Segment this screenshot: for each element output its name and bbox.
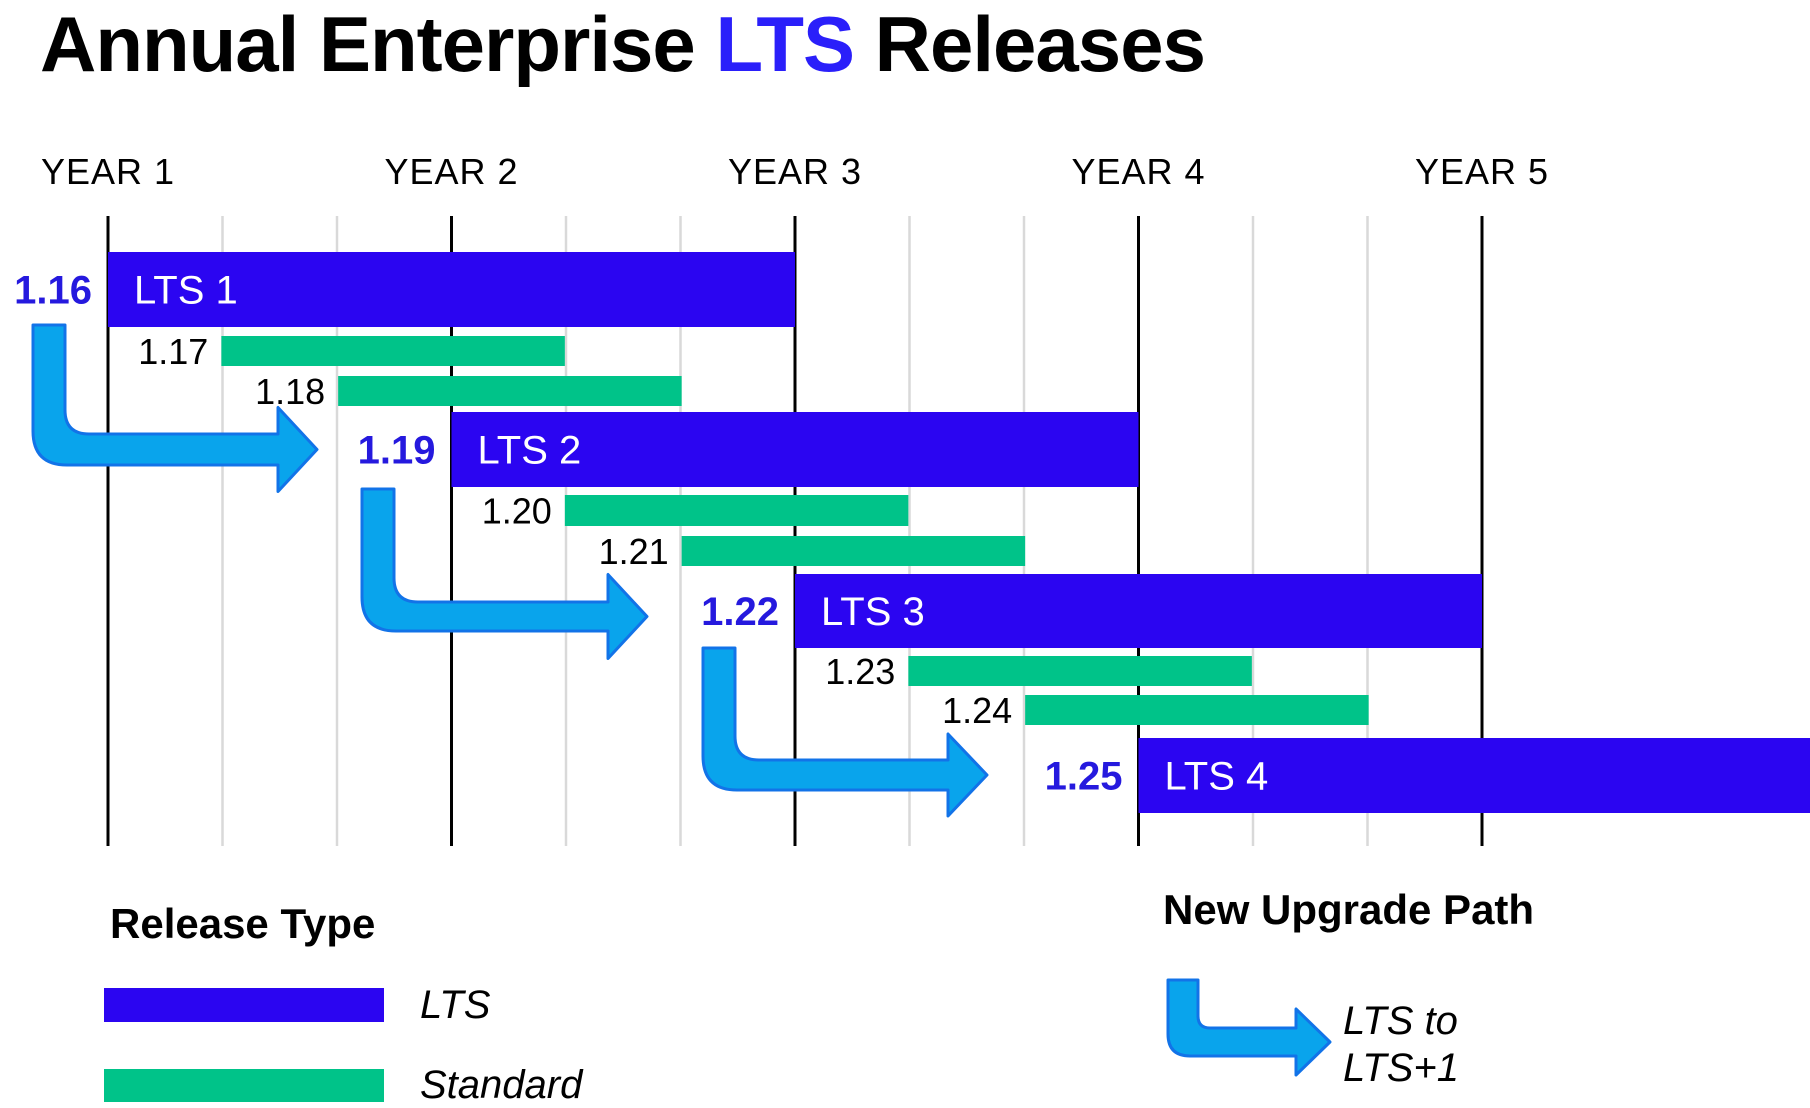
standard-version-label: 1.23 xyxy=(825,651,895,692)
upgrade-path-label-line2: LTS+1 xyxy=(1343,1046,1459,1090)
page-title: Annual Enterprise LTS Releases xyxy=(40,3,1206,86)
lts-version-label: 1.16 xyxy=(14,269,92,313)
legend-release-type-heading: Release Type xyxy=(110,900,376,947)
lts-release-bar xyxy=(795,574,1482,648)
lts-release-bar xyxy=(108,252,795,327)
standard-release-bar xyxy=(681,536,1026,566)
standard-version-label: 1.20 xyxy=(482,491,552,532)
legend-standard-label: Standard xyxy=(420,1063,583,1107)
standard-release-bar xyxy=(338,376,682,406)
bar-name-label: LTS 2 xyxy=(478,429,582,473)
lts-version-label: 1.25 xyxy=(1045,755,1123,799)
upgrade-arrow-1.19-to-1.22 xyxy=(360,487,649,660)
upgrade-path-arrow-icon xyxy=(1166,978,1332,1077)
bar-name-label: LTS 3 xyxy=(821,590,925,634)
standard-version-label: 1.21 xyxy=(599,531,669,572)
standard-version-label: 1.18 xyxy=(255,371,325,412)
title-highlight-lts: LTS xyxy=(715,0,855,88)
title-suffix: Releases xyxy=(854,0,1206,88)
legend-upgrade-path-heading: New Upgrade Path xyxy=(1163,886,1535,933)
upgrade-arrow-1.16-to-1.19 xyxy=(31,323,319,493)
legend-standard-swatch xyxy=(104,1069,384,1102)
year-axis-label: YEAR 4 xyxy=(1071,151,1205,192)
upgrade-path-label-line1: LTS to xyxy=(1343,999,1458,1043)
legend-lts-label: LTS xyxy=(420,983,491,1027)
lts-release-bar xyxy=(1138,738,1810,813)
lts-version-label: 1.19 xyxy=(358,429,436,473)
bar-name-label: LTS 4 xyxy=(1165,755,1269,799)
year-axis-label: YEAR 3 xyxy=(728,151,862,192)
standard-version-label: 1.17 xyxy=(138,331,208,372)
standard-release-bar xyxy=(564,495,909,526)
year-axis-label: YEAR 1 xyxy=(41,151,175,192)
standard-release-bar xyxy=(221,336,565,366)
year-axis-label: YEAR 5 xyxy=(1415,151,1549,192)
year-axis-label: YEAR 2 xyxy=(384,151,518,192)
bar-name-label: LTS 1 xyxy=(134,269,238,313)
upgrade-path-arrow-glyph xyxy=(1166,978,1332,1077)
title-prefix: Annual Enterprise xyxy=(40,0,716,88)
lts-release-bar xyxy=(451,412,1139,487)
upgrade-arrow-1.22-to-1.25 xyxy=(701,646,989,818)
lts-version-label: 1.22 xyxy=(701,590,779,634)
standard-version-label: 1.24 xyxy=(942,690,1012,731)
standard-release-bar xyxy=(908,656,1252,686)
standard-release-bar xyxy=(1025,695,1369,725)
legend-lts-swatch xyxy=(104,988,384,1022)
